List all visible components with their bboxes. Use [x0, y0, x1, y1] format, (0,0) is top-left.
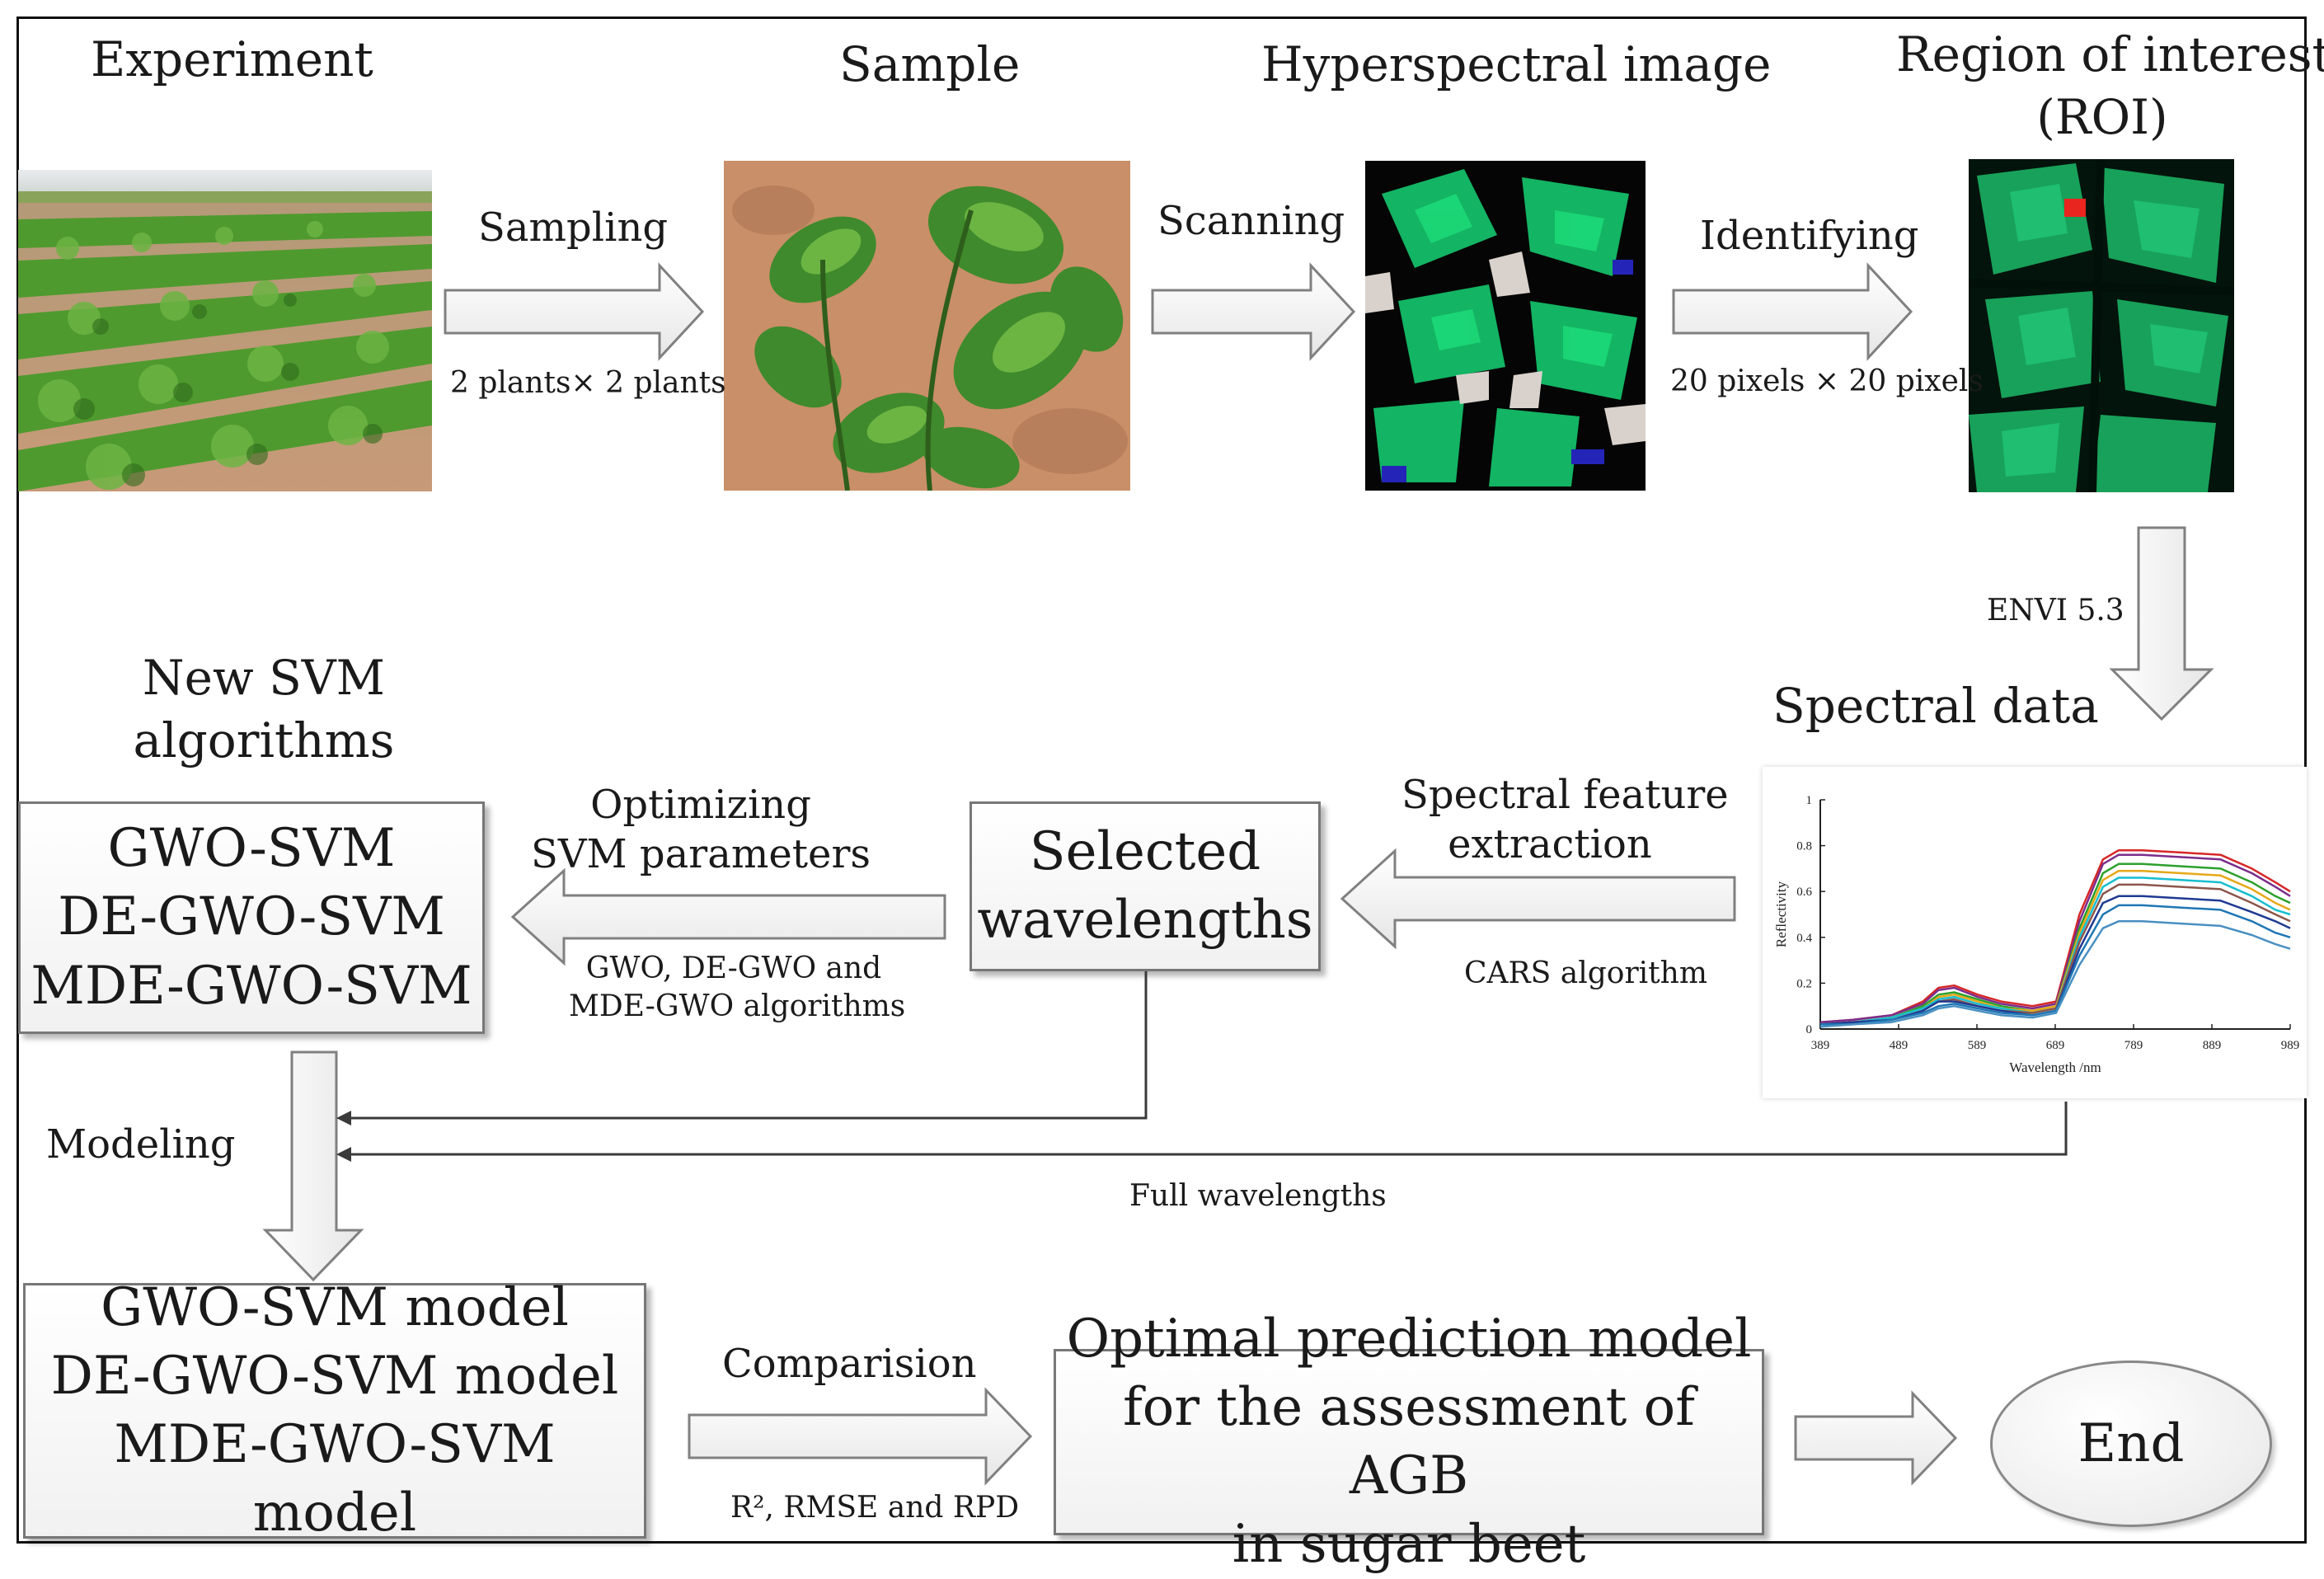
roi-photo [1969, 159, 2234, 492]
label-identifying-note: 20 pixels × 20 pixels [1670, 364, 1984, 398]
model-gwo-svm: GWO-SVM model [101, 1276, 569, 1338]
label-sampling-note: 2 plants× 2 plants [450, 366, 726, 400]
svm-algorithms-box: GWO-SVM DE-GWO-SVM MDE-GWO-SVM [18, 801, 485, 1034]
y-tick-label: 1 [1806, 794, 1813, 807]
title-new-svm-line1: New SVM [142, 650, 386, 706]
x-tick-label: 689 [2046, 1039, 2065, 1052]
y-tick-label: 0.6 [1796, 886, 1812, 899]
optimal-model-box: Optimal prediction model for the assessm… [1054, 1309, 1764, 1575]
title-roi-line2: (ROI) [2036, 89, 2168, 145]
label-optimizing-line2: SVM parameters [530, 831, 871, 877]
label-envi: ENVI 5.3 [1987, 594, 2124, 627]
label-optimizing-line1: Optimizing [590, 782, 811, 828]
label-comparison-note: R², RMSE and RPD [730, 1491, 1020, 1525]
x-tick-label: 389 [1811, 1039, 1830, 1052]
arrow-identifying [1672, 262, 1913, 361]
arrow-optimizing [510, 867, 946, 966]
optimal-line1: Optimal prediction model [1066, 1308, 1752, 1370]
title-sample: Sample [839, 36, 1021, 92]
hyperspectral-photo [1365, 161, 1646, 491]
y-tick-label: 0 [1806, 1023, 1813, 1036]
label-modeling: Modeling [46, 1121, 236, 1168]
optimal-line2: for the assessment of AGB [1123, 1376, 1695, 1506]
y-tick-label: 0.2 [1796, 977, 1812, 990]
arrow-modeling [262, 1050, 364, 1282]
reflectance-series-line [1819, 920, 2291, 1028]
spectral-chart-svg: 389 489 589 689 789 889 989 0 0.2 0.4 0.6 0.8 1Wavel… [1773, 794, 2300, 1075]
label-scanning: Scanning [1157, 198, 1345, 244]
label-spectral-feature-line2: extraction [1448, 821, 1652, 867]
algorithm-mde-gwo-svm: MDE-GWO-SVM [31, 955, 472, 1017]
model-mde-gwo-svm: MDE-GWO-SVM model [114, 1414, 556, 1544]
label-cars: CARS algorithm [1464, 956, 1707, 990]
title-new-svm-line2: algorithms [133, 712, 395, 768]
label-optimizing-note-line1: GWO, DE-GWO and [585, 952, 882, 985]
connector-selected-wavelengths [345, 971, 1148, 1120]
x-axis-label: Wavelength /nm [2009, 1060, 2101, 1075]
title-experiment: Experiment [91, 31, 373, 87]
roi-marker [2064, 199, 2086, 217]
arrow-comparison [688, 1387, 1033, 1486]
x-tick-label: 489 [1890, 1039, 1908, 1052]
x-tick-label: 889 [2203, 1039, 2222, 1052]
arrow-scanning [1151, 262, 1356, 361]
title-hyperspectral-image: Hyperspectral image [1261, 36, 1772, 92]
arrow-envi [2109, 526, 2214, 721]
field-photo [18, 170, 432, 491]
connector-arrowhead-2 [336, 1147, 351, 1162]
y-tick-label: 0.4 [1796, 932, 1812, 945]
title-spectral-data: Spectral data [1772, 678, 2099, 734]
connector-arrowhead-1 [336, 1111, 351, 1126]
arrow-sampling [444, 262, 705, 361]
end-node: End [1990, 1360, 2272, 1527]
selected-line2: wavelengths [977, 890, 1313, 951]
title-roi-line1: Region of interest [1896, 26, 2324, 82]
sample-photo [724, 161, 1130, 491]
label-optimizing-note-line2: MDE-GWO algorithms [569, 989, 906, 1023]
arrow-to-end [1794, 1390, 1958, 1486]
selected-line1: Selected [1029, 820, 1261, 882]
arrow-spectral-feature [1340, 848, 1736, 950]
y-tick-label: 0.8 [1796, 840, 1812, 853]
model-de-gwo-svm: DE-GWO-SVM model [50, 1345, 619, 1407]
x-tick-label: 989 [2281, 1039, 2300, 1052]
algorithm-de-gwo-svm: DE-GWO-SVM [58, 886, 445, 948]
label-identifying: Identifying [1700, 213, 1919, 259]
x-tick-label: 789 [2124, 1039, 2143, 1052]
label-sampling: Sampling [478, 204, 669, 251]
selected-wavelengths-box: Selected wavelengths [970, 801, 1321, 971]
connector-full-wavelengths [345, 1102, 2068, 1156]
label-full-wavelengths: Full wavelengths [1129, 1179, 1387, 1213]
svm-models-box: GWO-SVM model DE-GWO-SVM model MDE-GWO-S… [23, 1277, 646, 1544]
x-tick-label: 589 [1968, 1039, 1987, 1052]
label-comparison: Comparision [722, 1341, 977, 1387]
y-axis-label: Reflectivity [1773, 881, 1789, 947]
algorithm-gwo-svm: GWO-SVM [107, 818, 396, 880]
label-spectral-feature-line1: Spectral feature [1401, 772, 1729, 818]
